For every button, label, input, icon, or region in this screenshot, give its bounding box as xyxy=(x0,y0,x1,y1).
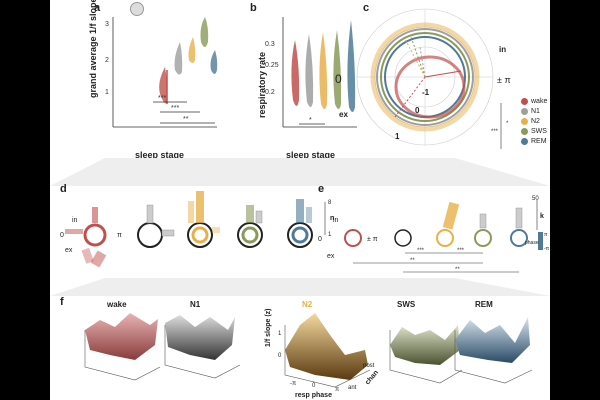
brain-icon xyxy=(130,2,144,16)
f-title-sws: SWS xyxy=(397,300,416,309)
e-sig-4: ** xyxy=(455,267,460,273)
panel-a-letter: a xyxy=(94,2,101,14)
c-pi: ± π xyxy=(497,75,511,85)
a-sig-2: *** xyxy=(171,105,179,112)
e-ex: ex xyxy=(327,253,335,260)
d-n: n xyxy=(330,215,334,222)
a-ytick-1: 1 xyxy=(105,89,109,96)
panel-a-plot: 1 2 3 *** *** ** xyxy=(105,17,218,128)
c-sig-1: *** xyxy=(491,129,499,135)
panel-a-ylabel: grand average 1/f slope xyxy=(88,0,98,98)
c-rlabel-0: 0 xyxy=(415,106,420,115)
b-ytick-1: 0.2 xyxy=(265,89,275,96)
b-ytick-2: 0.25 xyxy=(265,62,279,69)
a-violin-sws xyxy=(200,17,209,47)
a-sig-3: ** xyxy=(183,116,189,123)
legend-item-n1: N1 xyxy=(521,106,547,116)
legend-swatch xyxy=(521,137,528,145)
e-k: k xyxy=(540,213,544,220)
f-xtick-negpi: -π xyxy=(290,381,296,387)
legend-swatch xyxy=(521,107,528,115)
panel-d-letter: d xyxy=(60,183,67,195)
panel-c-letter: c xyxy=(363,2,370,14)
e-sig-1: *** xyxy=(417,248,425,254)
panel-f-letter: f xyxy=(60,296,64,308)
legend-label: wake xyxy=(531,97,548,105)
panel-e-letter: e xyxy=(318,183,325,195)
a-sig-1: *** xyxy=(158,95,166,102)
legend-item-n2: N2 xyxy=(521,116,547,126)
f-title-n2: N2 xyxy=(302,300,313,309)
a-ytick-3: 3 xyxy=(105,21,109,28)
f-zlabel: 1/f slope (z) xyxy=(265,308,272,347)
c-in: in xyxy=(499,45,506,54)
legend-item-sws: SWS xyxy=(521,126,547,136)
panel-c-polar: -1 0 1 0 ex in ± π *** * xyxy=(335,8,511,149)
figure: a grand average 1/f slope 1 2 3 *** *** … xyxy=(50,0,550,400)
legend-label: REM xyxy=(531,137,547,145)
e-max: 50 xyxy=(532,196,539,202)
panel-e-rose: in 0 ± π ex 50 k π -π phase *** *** ** *… xyxy=(318,196,550,273)
c-rlabel-1: 1 xyxy=(395,132,400,141)
f-post: post xyxy=(363,363,375,369)
f-ztick-0: 0 xyxy=(278,353,282,359)
legend-item-rem: REM xyxy=(521,136,547,146)
a-violin-wake xyxy=(159,67,168,104)
panel-b-plot: 0.2 0.25 0.3 * xyxy=(265,17,357,128)
c-sig-2: * xyxy=(506,121,509,127)
legend-swatch xyxy=(521,97,528,105)
f-xtick-pi: π xyxy=(335,387,339,393)
e-zero: 0 xyxy=(318,236,322,243)
e-sig-3: ** xyxy=(410,258,415,264)
f-xlabel: resp phase xyxy=(295,392,332,399)
legend-item-wake: wake xyxy=(521,96,547,106)
legend-label: N1 xyxy=(531,107,540,115)
f-ztick-1: 1 xyxy=(278,331,282,337)
f-title-rem: REM xyxy=(475,300,493,309)
e-pi-bot: -π xyxy=(544,246,550,252)
c-zero: 0 xyxy=(335,72,342,86)
b-sig-1: * xyxy=(309,117,312,124)
d-zero: 0 xyxy=(60,232,64,239)
c-rlabel-neg: -1 xyxy=(422,88,430,97)
d-ex: ex xyxy=(65,247,73,254)
legend-label: N2 xyxy=(531,117,540,125)
legend-label: SWS xyxy=(531,127,547,135)
d-pi: π xyxy=(117,232,122,239)
d-max: 8 xyxy=(328,200,332,206)
e-pi-top: π xyxy=(544,232,548,238)
e-pi: ± π xyxy=(367,236,378,243)
e-phase: phase xyxy=(525,240,539,246)
a-ytick-2: 2 xyxy=(105,57,109,64)
d-min: 1 xyxy=(328,232,332,238)
a-violin-n1 xyxy=(174,42,183,75)
a-violin-n2 xyxy=(188,37,196,63)
b-ytick-3: 0.3 xyxy=(265,41,275,48)
zoom-divider-2 xyxy=(50,278,550,296)
legend-swatch xyxy=(521,117,528,125)
zoom-divider-1 xyxy=(50,158,550,186)
legend-swatch xyxy=(521,127,528,135)
f-ant: ant xyxy=(348,385,357,391)
panel-d-rose: in 0 π ex 8 n 1 xyxy=(60,191,334,268)
a-violin-rem xyxy=(210,50,218,74)
c-ex: ex xyxy=(339,110,348,119)
d-in: in xyxy=(72,217,78,224)
f-title-n1: N1 xyxy=(190,300,201,309)
panel-a-xlabel: sleep stage xyxy=(135,150,185,160)
panel-b-xlabel: sleep stage xyxy=(286,150,336,160)
panel-f-surfaces: 1/f slope (z) 1 0 -π 0 π resp phase ant … xyxy=(84,308,533,399)
e-in: in xyxy=(333,217,339,224)
panel-b-letter: b xyxy=(250,2,257,14)
f-title-wake: wake xyxy=(107,300,127,309)
e-sig-2: *** xyxy=(457,248,465,254)
f-xtick-0: 0 xyxy=(312,383,316,389)
